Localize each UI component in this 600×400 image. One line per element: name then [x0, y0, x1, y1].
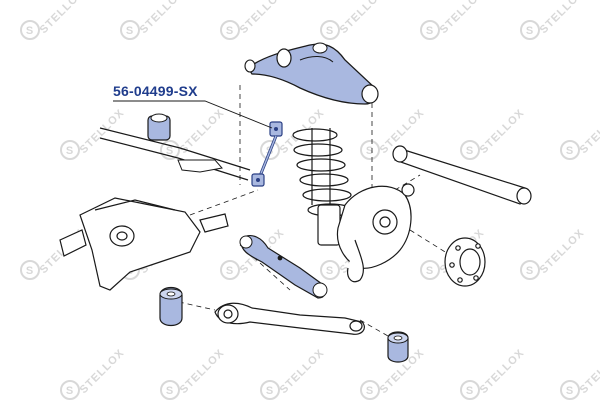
leader-line — [113, 100, 273, 129]
watermark-logo-icon — [320, 260, 340, 280]
watermark-tile: S STELLOX — [260, 347, 327, 400]
watermark-logo-icon — [120, 20, 140, 40]
watermark-monogram: S — [26, 265, 34, 277]
watermark-monogram: S — [526, 265, 534, 277]
watermark-logo-icon — [420, 260, 440, 280]
subframe — [59, 197, 229, 291]
watermark-tile: S STELLOX — [160, 347, 227, 400]
stabilizer-bar — [99, 113, 251, 181]
watermark-tile: S STELLOX — [320, 0, 387, 40]
stabilizer-link — [251, 121, 283, 187]
watermark-tile: S STELLOX — [460, 107, 527, 160]
watermark-logo-icon — [360, 380, 380, 400]
watermark-logo-icon — [560, 140, 580, 160]
watermark-monogram: S — [166, 145, 174, 157]
watermark-brand: STELLOX — [278, 347, 327, 396]
watermark-logo-icon — [520, 260, 540, 280]
watermark-logo-icon — [360, 140, 380, 160]
upper-control-arm — [244, 42, 379, 105]
watermark-tile: S STELLOX — [220, 0, 287, 40]
watermark-brand: STELLOX — [578, 107, 600, 156]
watermark-brand: STELLOX — [78, 347, 127, 396]
watermark-logo-icon — [20, 260, 40, 280]
watermark-logo-icon — [560, 380, 580, 400]
lower-control-arm — [214, 302, 365, 335]
watermark-brand: STELLOX — [138, 0, 187, 36]
watermark-monogram: S — [526, 25, 534, 37]
toe-link-arm — [392, 145, 532, 205]
watermark-monogram: S — [226, 265, 234, 277]
watermark-brand: STELLOX — [178, 347, 227, 396]
watermark-brand: STELLOX — [438, 0, 487, 36]
watermark-tile: S STELLOX — [460, 347, 527, 400]
watermark-tile: S STELLOX — [160, 107, 227, 160]
watermark-brand: STELLOX — [538, 0, 587, 36]
watermark-monogram: S — [326, 25, 334, 37]
watermark-brand: STELLOX — [238, 0, 287, 36]
watermark-logo-icon — [20, 20, 40, 40]
watermark-monogram: S — [426, 265, 434, 277]
watermark-logo-icon — [160, 380, 180, 400]
rear-bushing — [387, 331, 409, 363]
camber-arm — [239, 235, 328, 299]
watermark-monogram: S — [566, 145, 574, 157]
part-number-label: 56-04499-SX — [113, 83, 198, 99]
watermark-tile: S STELLOX — [60, 107, 127, 160]
watermark-tile: S STELLOX — [560, 107, 600, 160]
watermark-brand: STELLOX — [338, 0, 387, 36]
watermark-brand: STELLOX — [478, 107, 527, 156]
watermark-monogram: S — [66, 385, 74, 397]
watermark-brand: STELLOX — [538, 227, 587, 276]
watermark-logo-icon — [460, 380, 480, 400]
watermark-logo-icon — [220, 20, 240, 40]
watermark-monogram: S — [366, 385, 374, 397]
watermark-logo-icon — [420, 20, 440, 40]
watermark-monogram: S — [26, 25, 34, 37]
watermark-logo-icon — [60, 380, 80, 400]
watermark-monogram: S — [466, 145, 474, 157]
watermark-brand: STELLOX — [578, 347, 600, 396]
watermark-monogram: S — [566, 385, 574, 397]
watermark-logo-icon — [260, 140, 280, 160]
watermark-brand: STELLOX — [178, 107, 227, 156]
watermark-brand: STELLOX — [38, 0, 87, 36]
watermark-brand: STELLOX — [478, 347, 527, 396]
watermark-brand: STELLOX — [78, 107, 127, 156]
watermark-monogram: S — [466, 385, 474, 397]
watermark-monogram: S — [426, 25, 434, 37]
watermark-monogram: S — [266, 385, 274, 397]
watermark-tile: S STELLOX — [120, 0, 187, 40]
watermark-logo-icon — [160, 140, 180, 160]
watermark-tile: S STELLOX — [560, 347, 600, 400]
watermark-logo-icon — [320, 20, 340, 40]
wheel-knuckle — [336, 183, 415, 283]
watermark-monogram: S — [126, 25, 134, 37]
lower-arm-bushing — [159, 286, 183, 327]
watermark-tile: S STELLOX — [60, 347, 127, 400]
watermark-monogram: S — [166, 385, 174, 397]
bar-bracket — [177, 159, 223, 173]
watermark-monogram: S — [326, 265, 334, 277]
watermark-monogram: S — [366, 145, 374, 157]
watermark-logo-icon — [260, 380, 280, 400]
watermark-monogram: S — [226, 25, 234, 37]
wheel-hub — [444, 237, 486, 287]
watermark-logo-icon — [520, 20, 540, 40]
watermark-tile: S STELLOX — [520, 227, 587, 280]
watermark-monogram: S — [66, 145, 74, 157]
watermark-tile: S STELLOX — [420, 0, 487, 40]
watermark-tile: S STELLOX — [520, 0, 587, 40]
watermark-tile: S STELLOX — [20, 0, 87, 40]
watermark-logo-icon — [60, 140, 80, 160]
watermark-logo-icon — [460, 140, 480, 160]
watermark-logo-icon — [220, 260, 240, 280]
